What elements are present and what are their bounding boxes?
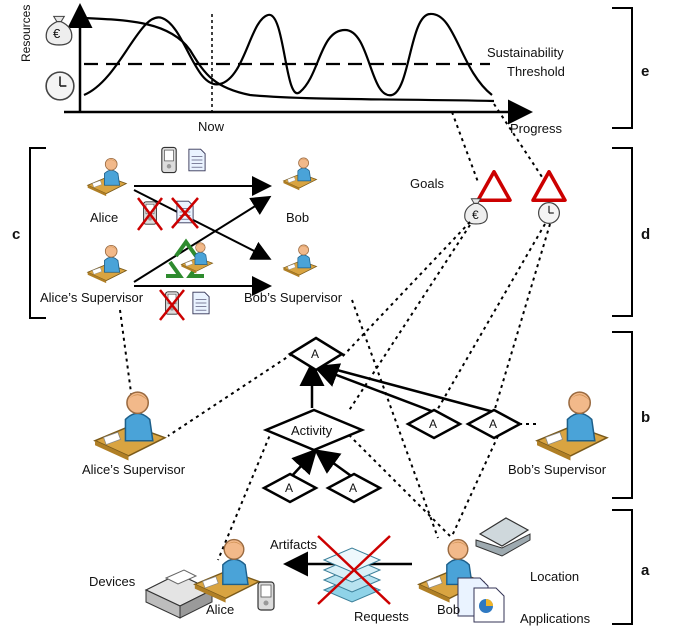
a-diamond-right-1: [405, 408, 463, 440]
bracket-d: [612, 147, 633, 317]
section-label-a: a: [641, 562, 650, 579]
y-axis-label: Resources: [19, 5, 33, 62]
applications-icon: [457, 577, 505, 623]
arrow-a-left-activity: [289, 448, 318, 479]
top-activity-diamond: [287, 336, 345, 372]
a-diamond-right-2: [465, 408, 523, 440]
resource-curve-euro: [83, 12, 493, 97]
applications-label: Applications: [520, 611, 591, 626]
section-label-e: e: [641, 63, 649, 80]
progress-label: Progress: [510, 121, 563, 136]
artifacts-label: Artifacts: [270, 537, 317, 552]
bracket-e: [612, 7, 633, 129]
handheld-icon: [257, 581, 275, 611]
bob-supervisor-label-b: Bob’s Supervisor: [508, 462, 607, 477]
activity-diamond: [262, 408, 366, 452]
document-icon: [188, 148, 206, 172]
svg-text:A: A: [285, 481, 293, 495]
panel-a: Artifacts Devices Alice Requests Bob Loc…: [89, 517, 591, 626]
clock-goal-icon: [537, 202, 561, 224]
warning-triangle-time: [531, 170, 567, 202]
svg-text:A: A: [489, 417, 497, 431]
bracket-c: [29, 147, 46, 319]
threshold-label-line1: Sustainability: [487, 45, 564, 60]
supervisor-figure-recycle: [181, 242, 213, 274]
document-icon-2: [192, 291, 210, 315]
arrow-alicesupervisor-bob: [133, 195, 272, 283]
alice-supervisor-label-c: Alice’s Supervisor: [40, 290, 144, 305]
location-label: Location: [530, 569, 579, 584]
requests-label: Requests: [354, 609, 409, 624]
euro-bag-icon: €: [45, 15, 73, 46]
phone-icon: [161, 146, 177, 174]
bob-label-c: Bob: [286, 210, 309, 225]
arrow-alice-bobsupervisor: [133, 189, 272, 260]
crossed-phone-icon-2: [159, 289, 185, 321]
alice-supervisor-label-b: Alice’s Supervisor: [82, 462, 186, 477]
dotted-connectors: [119, 103, 551, 561]
svg-text:€: €: [472, 208, 479, 222]
fax-printer-icon: [144, 569, 214, 619]
bracket-b: [612, 331, 633, 499]
crossed-requests-mark: [317, 535, 391, 605]
arrow-a-right-activity: [313, 449, 355, 480]
arrow-a-far-right-top: [321, 364, 495, 414]
bob-supervisor-label-c: Bob’s Supervisor: [244, 290, 343, 305]
alice-supervisor-figure-c: [87, 244, 127, 284]
arrow-a-right-top: [313, 363, 435, 414]
panel-d: Goals €: [410, 170, 567, 225]
alice-label-a: Alice: [206, 602, 234, 617]
warning-triangle-euro: [476, 170, 512, 202]
crossed-phone-icon: [137, 197, 163, 231]
activity-label: Activity: [291, 423, 333, 438]
devices-label: Devices: [89, 574, 136, 589]
section-label-b: b: [641, 409, 650, 426]
section-label-c: c: [12, 226, 20, 243]
laptop-icon: [475, 517, 531, 557]
section-brackets: [29, 7, 633, 625]
svg-text:€: €: [53, 26, 61, 41]
a-diamond-bottom-left: [261, 472, 319, 504]
section-label-d: d: [641, 226, 650, 243]
resource-curve-time: [83, 16, 495, 103]
requests-stack-icon: [322, 547, 382, 603]
goals-label: Goals: [410, 176, 444, 191]
panel-c: Alice Bob Alice’s Supervisor Bob’s Super…: [40, 146, 343, 321]
svg-text:A: A: [311, 347, 319, 361]
bracket-a: [612, 509, 633, 625]
bob-supervisor-figure-b: [536, 391, 608, 462]
bob-label-a: Bob: [437, 602, 460, 617]
svg-text:A: A: [429, 417, 437, 431]
crossed-document-icon: [171, 197, 199, 229]
threshold-label-line2: Threshold: [507, 64, 565, 79]
now-label: Now: [198, 119, 225, 134]
a-diamond-bottom-right: [325, 472, 383, 504]
bob-supervisor-figure-c: [283, 244, 317, 278]
alice-label-c: Alice: [90, 210, 118, 225]
resources-chart: € Resources Sustainability Threshold Now…: [19, 3, 565, 136]
euro-bag-goal-icon: €: [464, 198, 488, 225]
alice-supervisor-figure-b: [94, 391, 166, 462]
bob-figure-c: [283, 157, 317, 191]
alice-figure-c: [87, 157, 127, 197]
svg-text:A: A: [349, 481, 357, 495]
clock-icon: [45, 71, 75, 101]
panel-b: A Activity A A A A Alice’s Supervisor Bo…: [82, 336, 608, 504]
